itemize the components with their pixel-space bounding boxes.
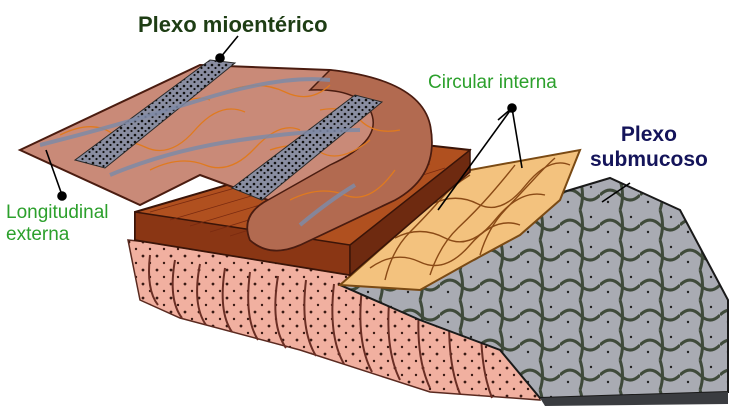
submucous-plexus-label-line2: submucoso bbox=[590, 147, 708, 172]
submucous-plexus-label-line1: Plexo bbox=[590, 122, 708, 147]
external-longitudinal-label-line1: Longitudinal bbox=[6, 202, 108, 224]
internal-circular-label: Circular interna bbox=[428, 72, 557, 94]
myenteric-plexus-label: Plexo mioentérico bbox=[138, 12, 328, 37]
external-longitudinal-label-line2: externa bbox=[6, 224, 108, 246]
submucous-plexus-label: Plexo submucoso bbox=[590, 122, 708, 172]
external-longitudinal-label: Longitudinal externa bbox=[6, 202, 108, 246]
